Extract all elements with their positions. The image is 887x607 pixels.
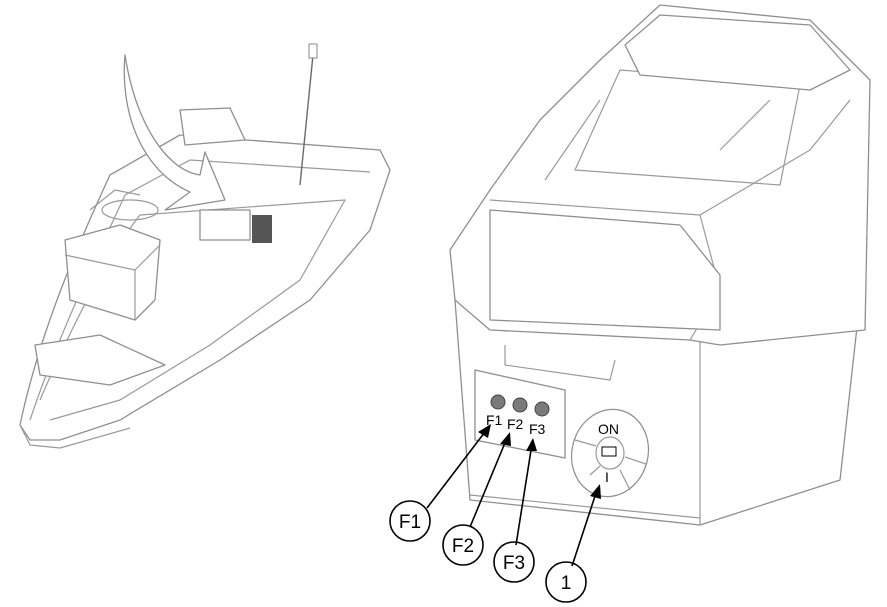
callout-f3: F3 bbox=[503, 553, 525, 574]
boat-illustration bbox=[19, 43, 391, 449]
callout-f1: F1 bbox=[399, 512, 421, 533]
fuse-indicator-f1 bbox=[490, 394, 506, 410]
panel-label-f2: F2 bbox=[507, 416, 524, 432]
callout-1: 1 bbox=[561, 573, 572, 594]
fuse-indicator-f2 bbox=[512, 397, 528, 413]
fuse-indicator-f3 bbox=[534, 401, 550, 417]
panel-label-f1: F1 bbox=[486, 412, 503, 428]
fuse-panel bbox=[474, 369, 566, 459]
callout-f2: F2 bbox=[452, 536, 474, 557]
battery-box-illustration: F1 F2 F3 ON I bbox=[449, 4, 871, 526]
panel-label-f3: F3 bbox=[529, 421, 546, 437]
callouts: F1 F2 F3 1 bbox=[389, 424, 601, 603]
switch-off-label: I bbox=[605, 469, 609, 485]
main-switch[interactable]: ON I bbox=[562, 401, 658, 506]
switch-on-label: ON bbox=[598, 421, 619, 437]
battery-icon bbox=[601, 446, 617, 457]
